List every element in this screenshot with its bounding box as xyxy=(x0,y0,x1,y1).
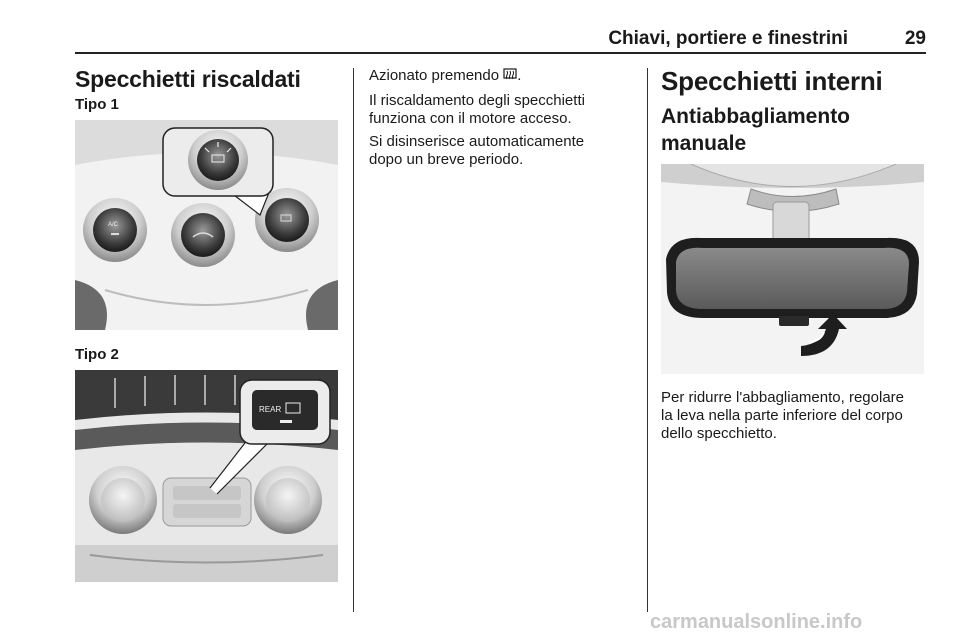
paragraph-line: Il riscaldamento degli specchietti xyxy=(369,92,585,109)
tipo1-label: Tipo 1 xyxy=(75,96,119,113)
paragraph-activation: Azionato premendo . xyxy=(369,67,521,85)
section-heading-interior-mirrors: Specchietti interni xyxy=(661,66,883,96)
figure-tipo2-center-console: REAR xyxy=(75,370,338,582)
subheading-line: Antiabbagliamento xyxy=(661,105,851,128)
activation-text: Azionato premendo xyxy=(369,67,504,84)
activation-text-end: . xyxy=(517,67,522,84)
rear-window-heater-icon xyxy=(503,68,517,82)
paragraph-line: dello specchietto. xyxy=(661,425,777,442)
paragraph-line: Per ridurre l'abbagliamento, regolare xyxy=(661,389,904,406)
subheading-line: manuale xyxy=(661,132,747,155)
section-heading-heated-mirrors: Specchietti riscaldati xyxy=(75,66,301,92)
paragraph-engine-on: Il riscaldamento degli specchietti funzi… xyxy=(369,92,585,128)
paragraph-line: Si disinserisce automaticamente xyxy=(369,133,585,150)
tipo2-label: Tipo 2 xyxy=(75,346,119,363)
page-number: 29 xyxy=(904,28,926,49)
column-divider-1 xyxy=(353,68,354,612)
running-header-title: Chiavi, portiere e finestrini xyxy=(608,28,848,49)
subheading-manual-antiglare: Antiabbagliamento manuale xyxy=(661,103,850,157)
tipo1-illustration: A/C xyxy=(75,120,338,330)
paragraph-auto-off: Si disinserisce automaticamente dopo un … xyxy=(369,133,584,169)
paragraph-line: la leva nella parte inferiore del corpo xyxy=(661,407,903,424)
figure-tipo1-climate-controls: A/C xyxy=(75,120,338,330)
paragraph-line: dopo un breve periodo. xyxy=(369,151,524,168)
rear-button-label: REAR xyxy=(259,405,281,414)
header-rule xyxy=(75,52,926,54)
rearview-mirror-illustration xyxy=(661,164,924,374)
watermark: carmanualsonline.info xyxy=(650,611,863,633)
paragraph-line: funziona con il motore acceso. xyxy=(369,110,572,127)
figure-rearview-mirror xyxy=(661,164,924,374)
column-divider-2 xyxy=(647,68,648,612)
ac-knob-label: A/C xyxy=(108,222,119,228)
tipo2-illustration: REAR xyxy=(75,370,338,582)
paragraph-antiglare-instructions: Per ridurre l'abbagliamento, regolare la… xyxy=(661,389,904,443)
